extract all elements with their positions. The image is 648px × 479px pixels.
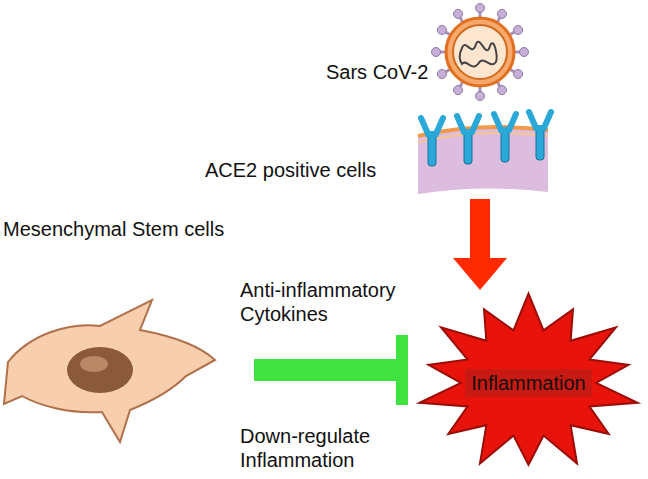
cell-membrane [418,112,551,194]
ace2-receptor [464,130,472,164]
edge-label: Anti-inflammatory Cytokines [240,278,440,326]
inhibition-bar [396,335,408,405]
spike-head [498,86,507,95]
spike-head [476,92,485,101]
virus-illustration [432,4,529,101]
spike-head [437,26,446,35]
arrow-line [470,199,490,260]
spike-head [454,86,463,95]
ace2-receptor [428,132,436,166]
ace2-receptor [536,126,544,160]
spike-head [514,26,523,35]
ace2-receptor [529,112,551,128]
ace2-receptor [421,118,443,134]
ace2-receptor [501,128,509,162]
node-label: ACE2 positive cells [205,158,376,182]
stem-cell-node: Mesenchymal Stem cells [0,215,250,450]
cell-node: ACE2 positive cells [200,112,550,197]
spike-head [514,70,523,79]
node-label: Mesenchymal Stem cells [3,217,224,241]
spike-head [432,48,441,57]
starburst-outline [419,294,637,465]
connector-group [254,335,408,405]
spike-head [520,48,529,57]
spike-head [498,9,507,18]
ace2-receptor [457,116,479,132]
ace2-receptor [494,114,516,130]
virus-node: Sars CoV-2 [320,2,535,110]
node-label: Sars CoV-2 [326,60,428,84]
stem-cell-illustration [4,300,215,442]
node-title: Inflammation [465,369,592,397]
annotation-label: Down-regulate Inflammation [240,424,440,472]
spike-head [476,4,485,13]
connector-group [453,199,507,290]
arrow-head [453,258,507,290]
inhibition-line [254,359,398,381]
spike-head [437,70,446,79]
starburst-node: Inflammation [412,290,645,476]
spike-head [454,9,463,18]
